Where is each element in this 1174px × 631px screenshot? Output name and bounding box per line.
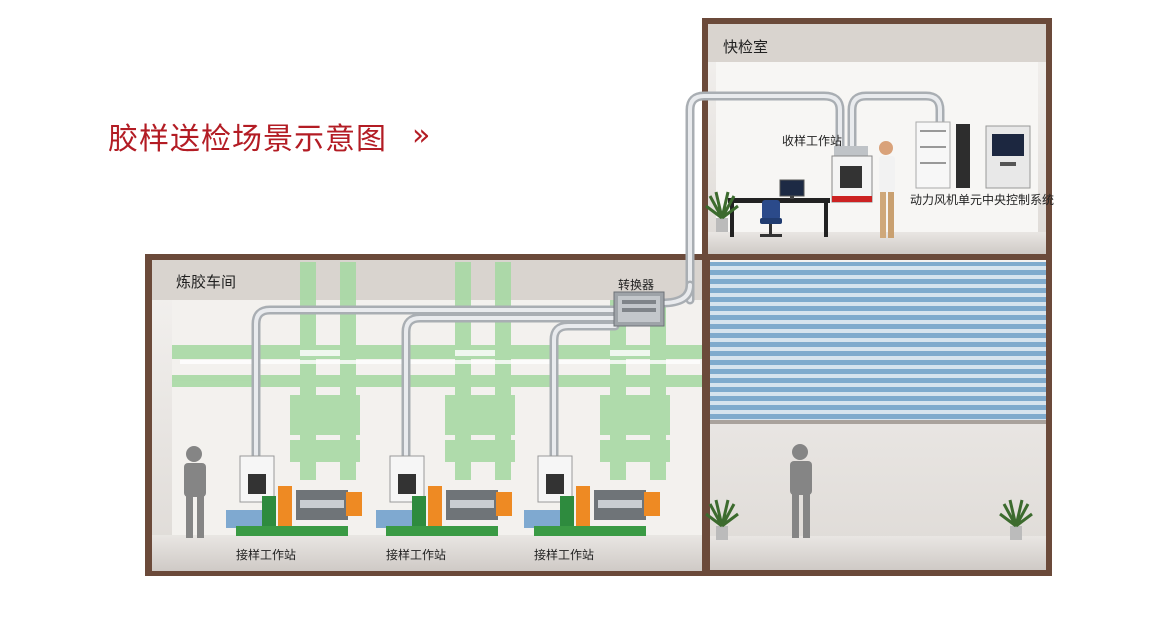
label-receive-station-3: 接样工作站	[534, 548, 595, 562]
room-label-quick-lab: 快检室	[723, 38, 769, 56]
receive-station-2	[376, 455, 512, 536]
label-power-fan-unit: 动力风机单元	[910, 193, 983, 207]
central-control-terminal	[985, 125, 1031, 189]
office-chair	[760, 200, 782, 237]
desk	[728, 179, 830, 237]
worker-left	[184, 446, 206, 538]
label-receive-station-2: 接样工作站	[386, 548, 447, 562]
pneumatic-pipes	[251, 91, 945, 460]
receiving-station	[831, 146, 873, 203]
page-title: 胶样送检场景示意图	[108, 122, 387, 157]
receive-station-1	[226, 455, 362, 536]
label-receiving-station: 收样工作站	[782, 134, 843, 148]
plant-quick-lab	[705, 191, 739, 232]
label-receive-station-1: 接样工作站	[236, 548, 297, 562]
room-label-mixing-workshop: 炼胶车间	[176, 273, 237, 291]
title-chevron-icon: »	[412, 118, 431, 153]
shutter-room	[702, 254, 1052, 576]
converter-unit	[613, 291, 665, 327]
receive-station-3	[524, 455, 660, 536]
power-fan-unit	[915, 121, 970, 189]
label-converter: 转换器	[618, 278, 655, 292]
worker-right	[790, 444, 812, 538]
person-inspector	[879, 141, 895, 238]
plant-lower-left	[705, 499, 739, 540]
plant-lower-right	[999, 499, 1033, 540]
label-central-control: 中央控制系统	[982, 193, 1055, 207]
